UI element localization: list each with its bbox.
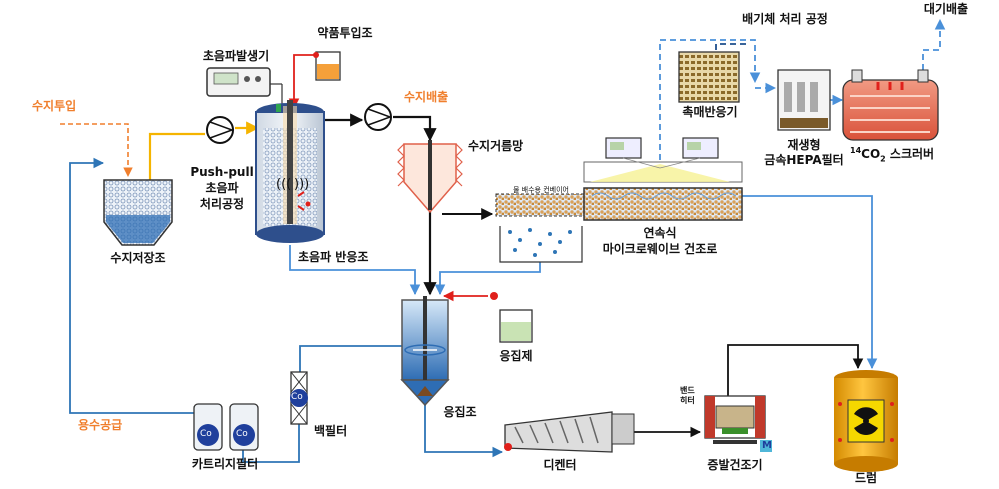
- push-pull-line2: 초음파: [205, 181, 239, 195]
- svg-text:(((: (((: [276, 177, 291, 192]
- bag-filter-label: 백필터: [314, 424, 348, 438]
- evaporator-label: 증발건조기: [707, 458, 763, 472]
- decanter-label: 디켄터: [543, 458, 577, 472]
- cartridge-filter-label: 카트리지필터: [191, 457, 259, 471]
- cobalt-label-bag: Co: [291, 392, 303, 402]
- microwave-line1: 연속식: [643, 226, 677, 240]
- band-heater-line1: 밴드: [680, 386, 695, 395]
- hepa-line1: 재생형: [787, 138, 821, 152]
- cartridge-filters: [193, 403, 259, 451]
- chemical-dosing-label: 약품투입조: [317, 26, 373, 40]
- coagulation-tank: [400, 296, 450, 407]
- resin-feed-line: [148, 132, 205, 180]
- dosing-line: [288, 54, 316, 110]
- coagulant-label: 응집제: [499, 349, 533, 363]
- catalytic-reactor-label: 촉매반응기: [682, 105, 738, 119]
- ultrasonic-reactor-label: 초음파 반응조: [298, 250, 369, 264]
- hepa-line2: 금속HEPA필터: [764, 153, 844, 167]
- drain-drops: [508, 228, 572, 257]
- resin-discharge-label: 수지배출: [404, 90, 449, 104]
- microwave-line2: 마이크로웨이브 건조로: [602, 242, 718, 256]
- atmospheric-release-label: 대기배출: [923, 2, 969, 16]
- feed-pump: [206, 116, 235, 144]
- co2-scrubber-label: 14CO2 스크러버: [850, 146, 935, 164]
- resin-sieve-label: 수지거름망: [468, 139, 524, 153]
- radiation-symbol: [854, 407, 878, 435]
- reactor-to-coagulation-line: [289, 245, 421, 296]
- microwave-dryer: [495, 137, 743, 263]
- resin-sieve: [397, 140, 463, 214]
- conveyor-label: 물 배수용 컨베이어: [513, 186, 569, 194]
- waste-drum: [834, 370, 898, 472]
- coagulant-tank: [490, 292, 533, 343]
- coagulation-tank-label: 응집조: [443, 405, 477, 419]
- chemical-dosing-tank: [313, 51, 341, 81]
- push-pull-line3: 처리공정: [199, 197, 245, 211]
- band-heater-line2: 히터: [680, 396, 695, 405]
- ultrasonic-reactor: ((( ))): [255, 100, 325, 243]
- water-supply-label: 용수공급: [78, 418, 123, 432]
- water-supply-line: [69, 157, 198, 414]
- motor-label: M: [762, 440, 772, 451]
- evaporator-dryer: [704, 395, 772, 452]
- resin-input-arrow: [60, 123, 133, 177]
- atmospheric-release-line: [922, 18, 946, 80]
- evaporator-to-drum-line: [727, 344, 864, 396]
- metal-hepa-filter: [777, 69, 831, 131]
- svg-text:))): ))): [294, 177, 309, 192]
- flow-lines: [60, 18, 946, 463]
- offgas-line: [659, 39, 761, 160]
- push-pull-line1: Push-pull: [190, 165, 254, 179]
- coagulation-to-decanter-line: [424, 405, 504, 458]
- offgas-process-label: 배기체 처리 공정: [742, 12, 828, 26]
- discharge-pump: [364, 103, 393, 131]
- drum-label: 드럼: [854, 471, 878, 485]
- dryer-to-drum-line: [742, 195, 878, 370]
- bag-filter: [290, 371, 308, 425]
- resin-input-label: 수지투입: [32, 99, 77, 113]
- ultrasonic-generator-label: 초음파발생기: [202, 49, 270, 63]
- cobalt-label-cartridge-2: Co: [236, 429, 248, 439]
- resin-storage-tank: [103, 179, 173, 246]
- ultrasonic-generator: [206, 67, 283, 110]
- catalytic-reactor: [678, 51, 740, 103]
- co2-scrubber: [842, 69, 939, 141]
- cobalt-label-cartridge-1: Co: [200, 429, 212, 439]
- resin-tank-label: 수지저장조: [110, 251, 166, 265]
- decanter: [504, 411, 635, 453]
